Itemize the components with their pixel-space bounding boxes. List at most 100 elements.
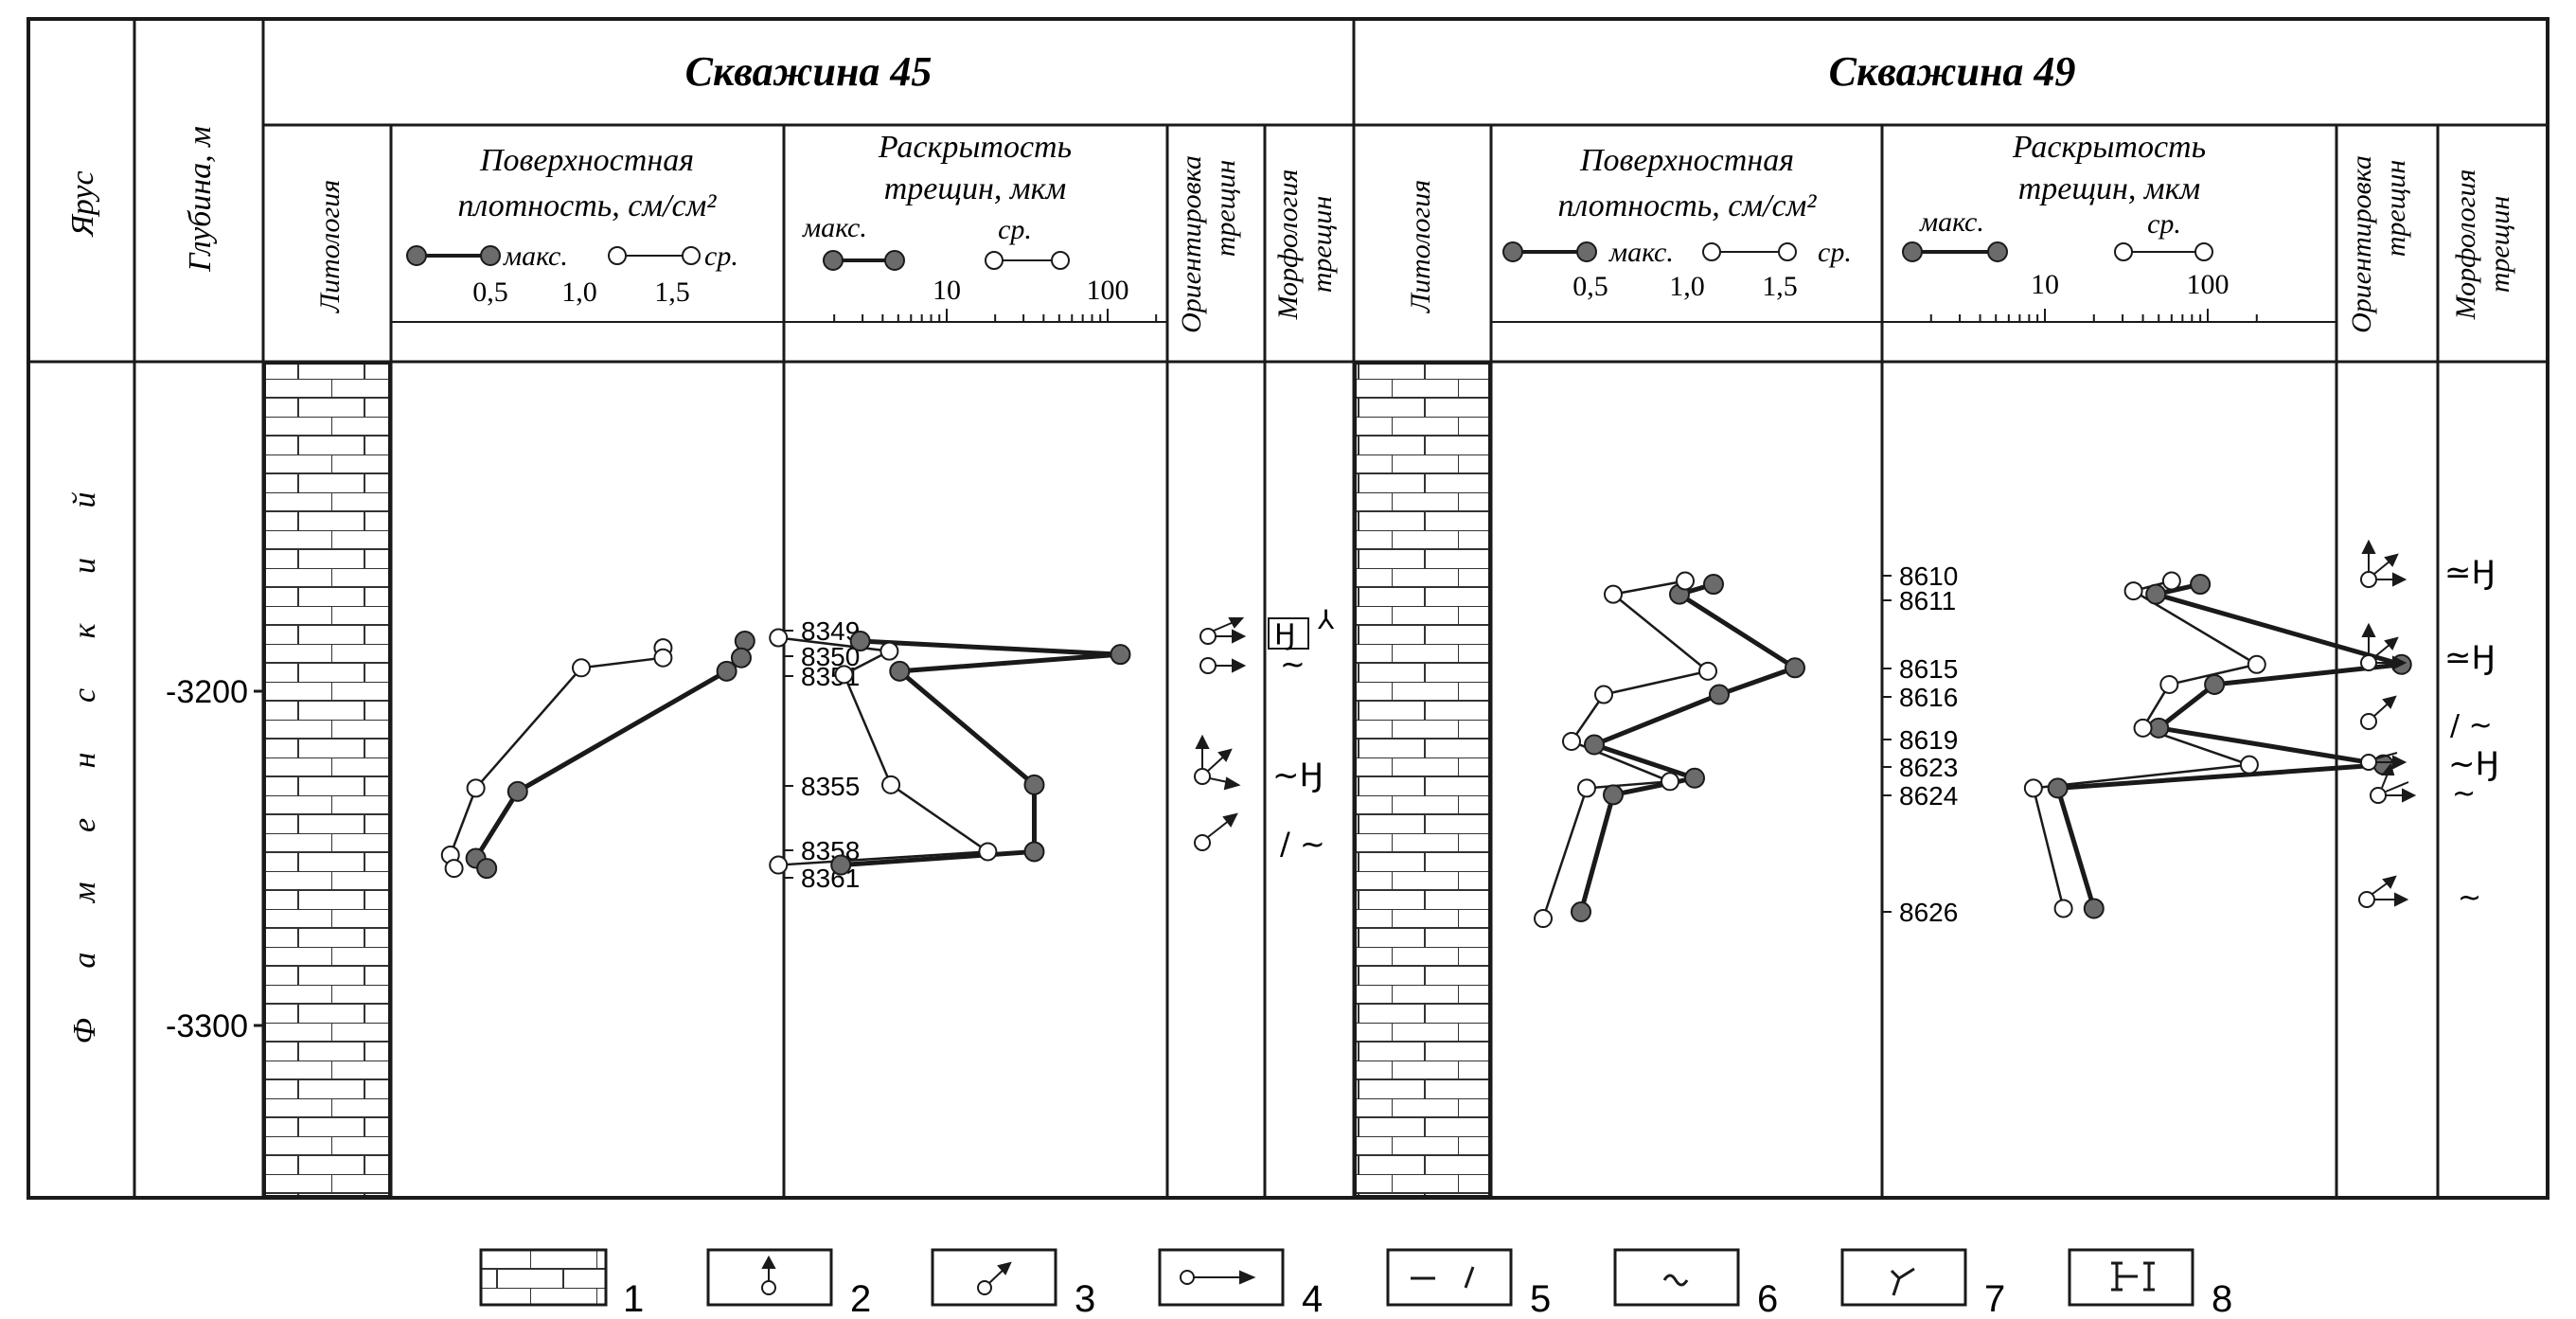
data-point-max-0-2 (716, 660, 737, 682)
depth-header: Глубина, м (183, 126, 218, 273)
sample-label-8616: 8616 (1899, 683, 1958, 712)
data-point-max-0-1 (730, 647, 752, 668)
legend-max-label-49: макс. (1608, 237, 1674, 268)
density-legend-49: макс. ср. (1502, 237, 1852, 268)
aperture-tick-49-0: 10 (2031, 269, 2059, 300)
aperture-minor-ticks-45 (833, 309, 1158, 322)
data-point-max-2-6 (1603, 784, 1624, 806)
aperture-header-45-l1: Раскрытость (878, 130, 1072, 165)
limestone-brick-icon (479, 1248, 608, 1307)
orientation-header-49-l1: Ориентировка (2346, 155, 2377, 333)
data-point-max-1-4 (1023, 841, 1045, 863)
legend-number-2: 2 (850, 1278, 871, 1319)
orientation-icons-49 (2358, 539, 2417, 908)
data-point-max-2-2 (1785, 657, 1805, 679)
data-point-max-1-0 (849, 631, 871, 652)
closed-bridge-box (1268, 617, 1309, 650)
wavy-line-icon (1662, 1274, 1689, 1287)
data-point-avg-1-5 (769, 855, 789, 875)
data-point-avg-2-5 (1661, 772, 1679, 792)
sample-labels-49: 8610 8611 8615 8616 8619 8623 8624 8626 (1882, 561, 1958, 927)
wavy-icon: ~ (1280, 646, 1306, 682)
density-header-49-l2: плотность, см/см² (1558, 188, 1818, 223)
data-point-avg-2-4 (1562, 731, 1581, 751)
aperture-legend-avg-45: ср. (998, 214, 1032, 245)
density-tick-45-0: 0,5 (472, 276, 508, 308)
aperture-legend-49: макс. ср. (1902, 206, 2213, 262)
data-point-max-3-3 (2204, 673, 2226, 695)
horizontal-arrow-icon (1180, 1270, 1256, 1285)
legend-number-3: 3 (1075, 1278, 1095, 1319)
data-point-max-3-1 (2145, 583, 2167, 605)
data-point-avg-1-4 (978, 842, 998, 862)
data-point-avg-2-2 (1698, 661, 1717, 681)
density-tick-49-0: 0,5 (1572, 271, 1608, 302)
aperture-legend-45: макс. ср. (802, 212, 1070, 271)
well-49-title: Скважина 49 (1829, 48, 2076, 95)
stage-name: Ф а м е н с к и й (67, 472, 102, 1044)
legend-item-5: 5 (1386, 1248, 1551, 1319)
data-point-max-0-5 (476, 858, 498, 880)
aperture-legend-max-45: макс. (802, 212, 867, 243)
data-point-max-3-6 (2047, 777, 2069, 799)
data-point-avg-3-0 (2161, 571, 2181, 591)
arrow-diagonal-icon (1194, 812, 1238, 851)
depth-tick-3300: -3300 (166, 1008, 248, 1044)
wavy-closed-icon: ~Ӈ (1272, 757, 1324, 794)
lithology-column-45 (264, 363, 390, 1197)
depth-tick-3200: -3200 (166, 674, 248, 710)
branching-icon (1890, 1267, 1915, 1296)
sample-label-8624: 8624 (1899, 781, 1958, 811)
series-line-avg-1 (778, 636, 992, 866)
depth-axis (254, 689, 263, 1027)
sample-labels-45: 8349 8350 8351 8355 8358 8361 (784, 616, 860, 893)
arrow-right-icon (2358, 875, 2409, 908)
legend-avg-label-49: ср. (1818, 237, 1852, 268)
arrow-up-right-icon (2360, 539, 2407, 588)
morphology-49: ≃Ӈ ≃Ӈ / ~ ~Ӈ ~ ~ (2444, 554, 2499, 915)
sample-label-8361: 8361 (801, 864, 860, 893)
straight-wavy-icon: / ~ (2450, 709, 2493, 742)
arrow-right-icon (2360, 752, 2407, 771)
sample-label-8623: 8623 (1899, 753, 1958, 782)
legend-item-8: 8 (2068, 1248, 2232, 1319)
legend-item-2: 2 (706, 1248, 871, 1319)
data-point-avg-0-5 (444, 859, 464, 879)
aperture-tick-49-1: 100 (2187, 269, 2230, 300)
density-tick-49-1: 1,0 (1669, 271, 1705, 302)
lithology-header-49: Литология (1405, 180, 1436, 313)
legend-avg-label-45: ср. (704, 241, 738, 272)
wavy-icon: ~ (2458, 882, 2481, 915)
straight-wavy-icon: / ~ (1280, 826, 1325, 862)
sample-label-8626: 8626 (1899, 898, 1958, 927)
legend-number-7: 7 (1984, 1278, 2005, 1319)
legend-number-4: 4 (1302, 1278, 1323, 1319)
vertical-arrow-icon (761, 1255, 776, 1295)
series-line-max-2 (1578, 581, 1801, 913)
data-point-max-2-0 (1703, 574, 1724, 596)
arrow-diagonal-icon (2360, 695, 2397, 730)
symbol-legend: 1 2 3 4 5 (479, 1248, 2232, 1319)
arrow-up-diagonal-icon (1194, 734, 1241, 791)
data-point-avg-3-3 (2159, 674, 2179, 694)
series-line-max-3 (2054, 581, 2403, 910)
morphology-header-45-l1: Морфология (1272, 169, 1304, 321)
series-line-max-0 (472, 640, 748, 870)
wavy-closed-icon: ≃Ӈ (2444, 639, 2496, 677)
plots-layer (440, 571, 2412, 929)
wavy-closed-icon: ≃Ӈ (2444, 554, 2496, 592)
data-point-avg-2-6 (1577, 778, 1596, 798)
aperture-header-45-l2: трещин, мкм (884, 171, 1066, 206)
lithology-header-45: Литология (314, 180, 346, 313)
sample-label-8610: 8610 (1899, 561, 1958, 591)
data-point-max-2-4 (1584, 734, 1605, 756)
legend-number-1: 1 (623, 1278, 644, 1319)
data-point-avg-1-0 (769, 628, 789, 648)
series-line-avg-3 (2032, 579, 2261, 909)
series-line-avg-2 (1541, 579, 1711, 919)
data-point-avg-2-0 (1676, 571, 1695, 591)
data-point-max-1-2 (889, 660, 911, 682)
series-line-max-1 (841, 638, 1121, 868)
aperture-legend-avg-49: ср. (2147, 208, 2181, 240)
